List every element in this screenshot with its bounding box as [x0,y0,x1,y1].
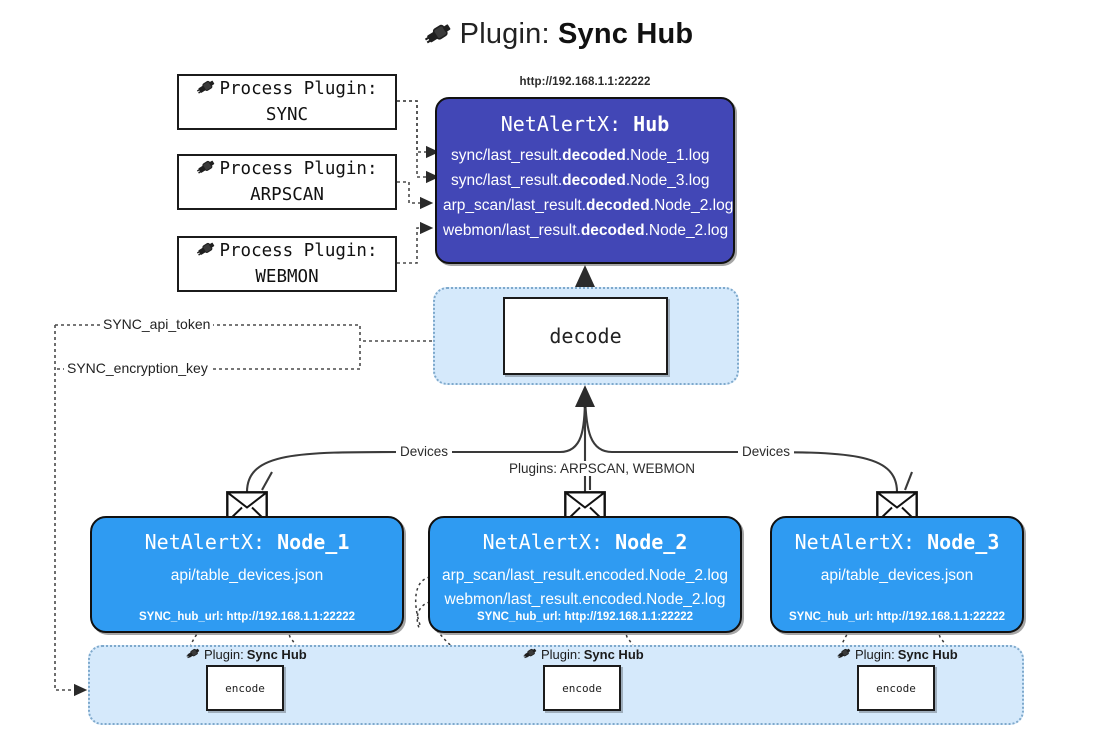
node-title-prefix: NetAlertX: [794,530,916,554]
band-plugin-name: Sync Hub [583,647,644,662]
node-box-node-1[interactable]: NetAlertX: Node_1 api/table_devices.json… [90,516,404,633]
edge-label-devices-left: Devices [396,444,453,459]
edge-label-devices-right: Devices [738,444,795,459]
plug-icon [196,77,217,104]
encode-box-node-3[interactable]: encode [857,665,935,711]
hub-log-line: sync/last_result.decoded.Node_1.log [451,147,710,164]
hub-log-list: sync/last_result.decoded.Node_1.log sync… [437,143,733,243]
node-line: arp_scan/last_result.encoded.Node_2.log [441,567,729,584]
process-plugin-name: WEBMON [255,266,319,287]
edge-label-plugins-center: Plugins: ARPSCAN, WEBMON [505,461,700,476]
band-plugin-label-node-1: Plugin: Sync Hub [186,646,307,663]
node-title: NetAlertX: Node_3 [772,530,1022,554]
node-box-node-2[interactable]: NetAlertX: Node_2 arp_scan/last_result.e… [428,516,742,633]
plug-icon [196,239,217,266]
hub-title: NetAlertX: Hub [437,112,733,136]
process-plugin-box-sync[interactable]: Process Plugin: SYNC [177,74,397,130]
node-title-name: Node_3 [927,530,1000,554]
process-plugin-box-arpscan[interactable]: Process Plugin: ARPSCAN [177,154,397,210]
node-line-list: api/table_devices.json [92,564,402,588]
sync-api-token-label: SYNC_api_token [100,316,214,332]
node-line-list: arp_scan/last_result.encoded.Node_2.log … [430,564,740,612]
plug-icon [186,646,201,663]
process-plugin-prefix: Process Plugin: [219,159,378,180]
hub-log-line: arp_scan/last_result.decoded.Node_2.log [443,197,734,214]
node-line: webmon/last_result.encoded.Node_2.log [444,591,726,608]
node-title-name: Node_2 [615,530,688,554]
node-box-node-3[interactable]: NetAlertX: Node_3 api/table_devices.json… [770,516,1024,633]
band-plugin-name: Sync Hub [897,647,958,662]
band-plugin-name: Sync Hub [246,647,307,662]
process-plugin-name: SYNC [265,104,309,125]
process-plugin-prefix: Process Plugin: [219,79,378,100]
plug-icon [196,157,217,184]
process-plugin-box-webmon[interactable]: Process Plugin: WEBMON [177,236,397,292]
decode-box[interactable]: decode [503,297,668,375]
band-plugin-prefix: Plugin: [541,647,581,662]
hub-url-label: http://192.168.1.1:22222 [519,76,651,88]
node-line-list: api/table_devices.json [772,564,1022,588]
node-hub-url: SYNC_hub_url: http://192.168.1.1:22222 [138,611,356,623]
node-title: NetAlertX: Node_2 [430,530,740,554]
hub-node[interactable]: NetAlertX: Hub sync/last_result.decoded.… [435,97,735,264]
hub-log-line: sync/last_result.decoded.Node_3.log [451,172,710,189]
encode-box-node-1[interactable]: encode [206,665,284,711]
node-line: api/table_devices.json [170,567,324,584]
hub-log-line: webmon/last_result.decoded.Node_2.log [443,222,729,239]
node-line: api/table_devices.json [820,567,974,584]
hub-title-prefix: NetAlertX: [500,112,622,136]
plug-icon [837,646,852,663]
sync-encryption-key-label: SYNC_encryption_key [64,360,211,376]
page-title: Plugin: Sync Hub [0,18,1117,55]
band-plugin-label-node-2: Plugin: Sync Hub [523,646,644,663]
title-prefix: Plugin: [459,18,550,50]
hub-title-name: Hub [633,112,670,136]
band-plugin-prefix: Plugin: [204,647,244,662]
node-title-prefix: NetAlertX: [144,530,266,554]
plug-icon [523,646,538,663]
band-plugin-label-node-3: Plugin: Sync Hub [837,646,958,663]
node-title: NetAlertX: Node_1 [92,530,402,554]
process-plugin-name: ARPSCAN [250,184,324,205]
encode-box-node-2[interactable]: encode [543,665,621,711]
band-plugin-prefix: Plugin: [855,647,895,662]
node-hub-url: SYNC_hub_url: http://192.168.1.1:22222 [476,611,694,623]
node-title-prefix: NetAlertX: [482,530,604,554]
plug-icon [424,19,454,55]
node-title-name: Node_1 [277,530,350,554]
node-hub-url: SYNC_hub_url: http://192.168.1.1:22222 [788,611,1006,623]
process-plugin-prefix: Process Plugin: [219,241,378,262]
title-name: Sync Hub [558,18,694,50]
